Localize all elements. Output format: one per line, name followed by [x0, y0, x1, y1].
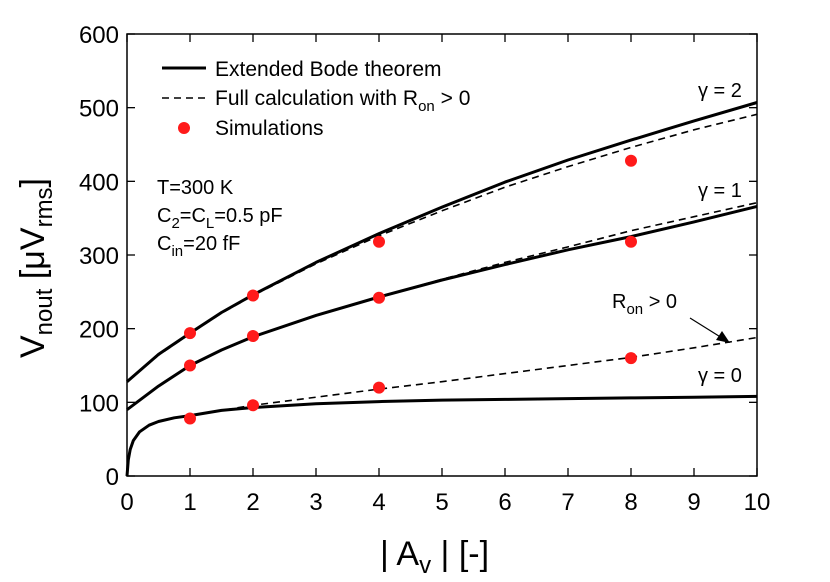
- note-cin-value: =20 fF: [183, 233, 240, 255]
- simulation-point: [184, 327, 196, 340]
- y-tick-label: 300: [79, 243, 119, 270]
- curve-label-gamma0: γ = 0: [698, 365, 742, 387]
- x-tick-label: 5: [435, 489, 448, 516]
- x-tick-label: 7: [561, 489, 574, 516]
- note-temperature: T=300 K: [157, 177, 234, 199]
- note-capacitance: C2=CL=0.5 pF: [157, 205, 283, 232]
- simulation-point: [247, 330, 259, 343]
- simulation-point: [625, 154, 637, 167]
- simulation-point: [247, 399, 259, 412]
- y-axis-title-main: V: [14, 335, 52, 358]
- x-tick-label: 8: [624, 489, 637, 516]
- legend-solid-label: Extended Bode theorem: [215, 58, 442, 81]
- y-axis-title-close: ]: [14, 178, 52, 187]
- x-axis-title-main: | A: [380, 535, 419, 573]
- simulation-point: [373, 381, 385, 394]
- legend-dots-label: Simulations: [215, 117, 324, 140]
- y-tick-label: 600: [79, 22, 119, 49]
- x-axis-title-tail: | [-]: [431, 535, 489, 573]
- y-axis-title-sub: nout: [31, 288, 58, 335]
- y-tick-label: 500: [79, 96, 119, 123]
- legend-dashed-prefix: Full calculation with R: [215, 87, 418, 110]
- y-tick-label: 0: [106, 464, 119, 491]
- series-line-gamma0-solid: [125, 394, 758, 477]
- x-axis-title-sub: v: [419, 552, 431, 577]
- y-tick-label: 200: [79, 317, 119, 344]
- simulation-point: [184, 412, 196, 425]
- simulation-markers: [184, 154, 637, 425]
- note-cap-mid: =C: [180, 205, 206, 227]
- note-cin-prefix: C: [157, 233, 171, 255]
- note-cap-sub1: 2: [171, 215, 179, 232]
- x-axis-title: | Av | [-]: [380, 535, 489, 577]
- simulation-point: [625, 352, 637, 365]
- y-axis-title-mid: [μV: [14, 227, 52, 288]
- x-tick-label: 10: [744, 489, 771, 516]
- simulation-point: [247, 289, 259, 302]
- legend-dot-swatch: [178, 122, 190, 134]
- x-tick-label: 1: [183, 489, 196, 516]
- curve-label-ron: Ron > 0: [612, 291, 677, 318]
- x-tick-label: 6: [498, 489, 511, 516]
- parameter-notes: T=300 K C2=CL=0.5 pF Cin=20 fF: [157, 177, 283, 260]
- x-tick-label: 2: [246, 489, 259, 516]
- simulation-point: [373, 291, 385, 304]
- note-cin-sub: in: [171, 243, 183, 260]
- curve-label-ron-suffix: > 0: [643, 291, 677, 313]
- legend-dashed-suffix: > 0: [435, 87, 471, 110]
- curve-label-gamma1: γ = 1: [698, 180, 742, 202]
- x-tick-label: 3: [309, 489, 322, 516]
- ron-pointer-arrow: [689, 317, 723, 339]
- y-tick-label: 100: [79, 390, 119, 417]
- x-tick-label: 4: [372, 489, 385, 516]
- series-line-gamma0-dashed: [189, 336, 758, 417]
- simulation-point: [625, 235, 637, 248]
- curve-label-ron-sub: on: [626, 301, 643, 318]
- ron-pointer-arrowhead: [716, 331, 730, 343]
- simulation-point: [373, 235, 385, 248]
- note-cin: Cin=20 fF: [157, 233, 240, 260]
- y-tick-label: 400: [79, 169, 119, 196]
- note-cap-prefix: C: [157, 205, 171, 227]
- x-tick-label: 0: [120, 489, 133, 516]
- curve-labels: γ = 2 γ = 1 γ = 0 Ron > 0: [612, 80, 742, 387]
- y-axis-title-sub2: rms: [31, 187, 58, 227]
- x-tick-label: 9: [687, 489, 700, 516]
- curve-label-gamma2: γ = 2: [698, 80, 742, 102]
- simulation-point: [184, 359, 196, 372]
- note-cap-sub2: L: [206, 215, 214, 232]
- legend-dashed-sub: on: [418, 98, 435, 115]
- y-axis-title: Vnout [μVrms]: [14, 178, 58, 358]
- legend: Extended Bode theorem Full calculation w…: [162, 58, 470, 140]
- series-layer: [125, 101, 758, 477]
- curve-label-ron-prefix: R: [612, 291, 626, 313]
- note-cap-value: =0.5 pF: [214, 205, 282, 227]
- legend-dashed-label: Full calculation with Ron > 0: [215, 87, 470, 115]
